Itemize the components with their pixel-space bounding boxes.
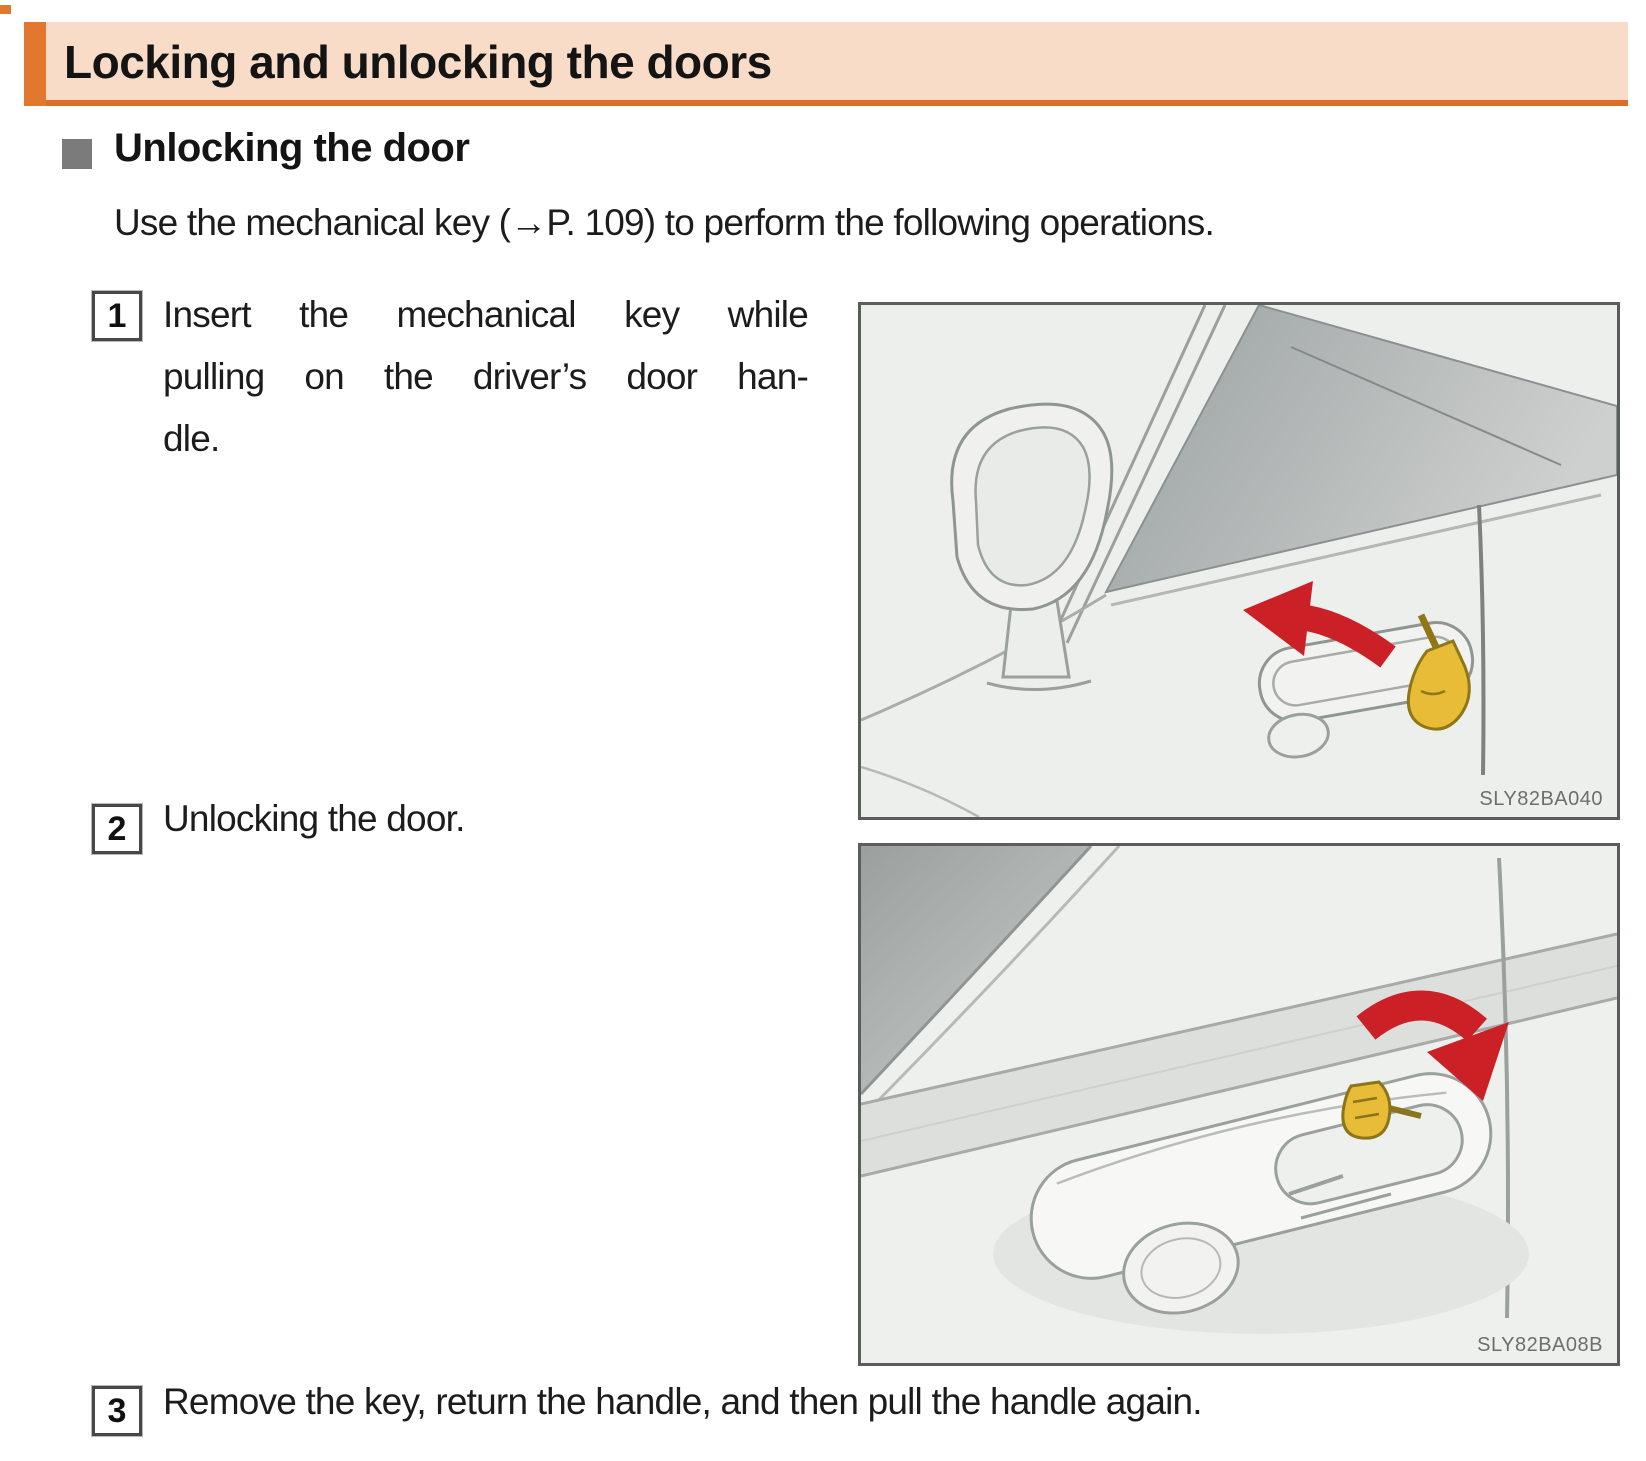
key-linkage-line [1288, 1174, 1344, 1196]
yellow-key-drawing [1341, 1080, 1422, 1140]
page-title: Locking and unlocking the doors [64, 36, 772, 88]
intro-text: Use the mechanical key (→P. 109) to perf… [114, 202, 1215, 243]
belt-line [1110, 493, 1602, 607]
step-3-text: Remove the key, return the handle, and t… [163, 1381, 1203, 1422]
figure-unlock-door: SLY82BA08B [858, 843, 1620, 1366]
fender-line [861, 765, 980, 817]
step-2-number: 2 [107, 810, 127, 848]
red-arrow-turn-clockwise [1356, 990, 1509, 1101]
scan-corner-mark [0, 5, 11, 14]
step-2-number-box: 2 [92, 804, 142, 854]
step-1-number-box: 1 [92, 291, 142, 341]
figure-insert-key: SLY82BA040 [858, 302, 1620, 820]
belt-line-mid [861, 965, 1617, 1142]
step-1-text: Insert the mechanical key while pulling … [163, 284, 809, 470]
square-bullet-icon [62, 139, 92, 169]
step-1-number: 1 [107, 297, 127, 335]
a-pillar-edge [861, 846, 1093, 1096]
belt-line-upper [861, 932, 1617, 1106]
pillar-sash-line [861, 846, 1121, 1120]
red-arrow-toward-front [1243, 581, 1396, 668]
figure-1-code: SLY82BA040 [1479, 788, 1603, 810]
chapter-header-band: Locking and unlocking the doors [24, 22, 1628, 106]
key-linkage-line-2 [1300, 1192, 1392, 1220]
step-1-line-2: pulling on the driver’s door han- [163, 356, 809, 397]
insert-key-illustration [861, 305, 1617, 817]
hood-line [861, 593, 1107, 722]
belt-line-lower [861, 996, 1617, 1178]
glass-reflection-line [1290, 346, 1562, 466]
side-mirror-drawing [950, 402, 1114, 692]
step-1-line-3: dle. [163, 418, 220, 459]
header-accent-bar [24, 22, 46, 106]
step-2-text: Unlocking the door. [163, 798, 465, 839]
window-glass [1104, 305, 1617, 594]
yellow-key-drawing [1406, 613, 1471, 731]
figure-2-code: SLY82BA08B [1477, 1334, 1603, 1356]
door-seam-line [1477, 504, 1486, 776]
step-3-number-box: 3 [92, 1386, 142, 1436]
subsection-title: Unlocking the door [114, 126, 470, 170]
step-3-number: 3 [107, 1392, 127, 1430]
unlock-door-illustration [861, 846, 1617, 1334]
step-1-line-1: Insert the mechanical key while [163, 294, 809, 335]
a-pillar-line-2 [1065, 305, 1227, 644]
a-pillar-line [1045, 305, 1207, 651]
